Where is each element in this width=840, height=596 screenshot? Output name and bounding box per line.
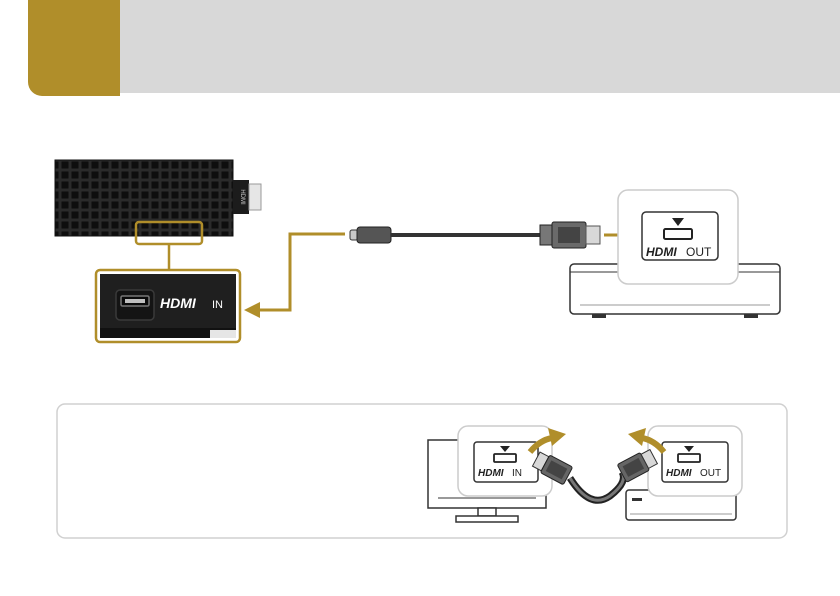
hdmi-port-icon — [116, 290, 154, 320]
tip-source-port-label-logo: HDMI — [666, 468, 692, 479]
tip-source-port-label-suffix: OUT — [700, 468, 721, 479]
stick-port-callout: HDMI IN — [96, 270, 240, 342]
source-port-label-logo: HDMI — [646, 245, 677, 259]
stick-port-label-suffix: IN — [212, 299, 223, 311]
source-port-callout: HDMI OUT — [618, 190, 738, 284]
tv-port-label-logo: HDMI — [478, 468, 504, 479]
source-port-label-suffix: OUT — [686, 245, 712, 259]
stick-port-label-logo: HDMI — [160, 295, 197, 311]
svg-text:HDMI: HDMI — [239, 189, 245, 205]
arrow-icon — [244, 234, 345, 318]
tv-port-label-suffix: IN — [512, 468, 522, 479]
tip-source-port-callout: HDMI OUT — [648, 426, 742, 496]
hdmi-cable-icon — [350, 222, 600, 248]
media-stick-icon: HDMI — [55, 160, 261, 236]
